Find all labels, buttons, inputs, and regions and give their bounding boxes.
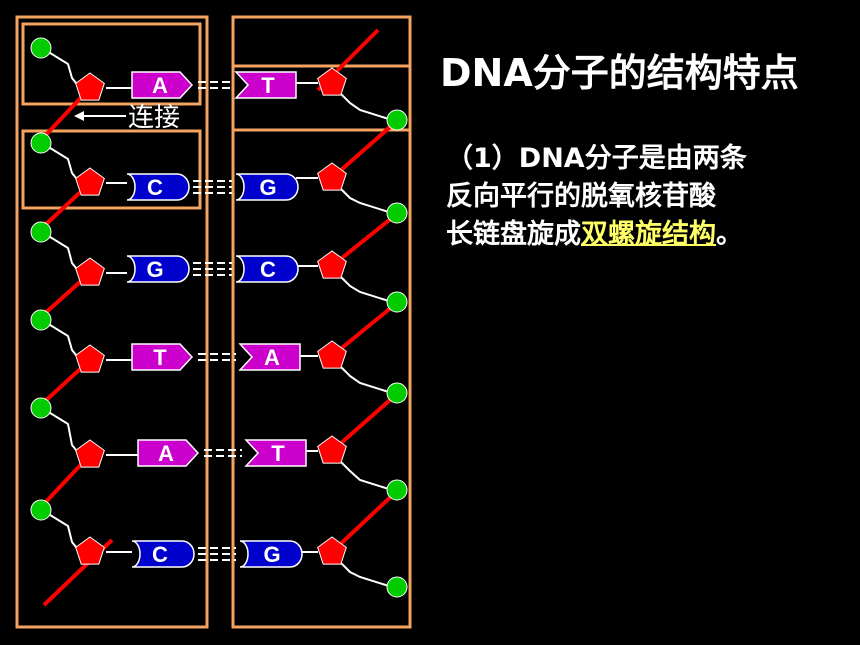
phosphate-left <box>30 499 52 521</box>
base-right <box>238 343 301 371</box>
base-right <box>234 71 297 99</box>
base-left <box>131 71 194 99</box>
base-right <box>235 255 299 283</box>
base-right-letter: G <box>263 542 280 567</box>
base-right <box>239 540 303 568</box>
sugar-left <box>75 257 105 286</box>
right-strand-frame <box>231 15 412 629</box>
right-bond <box>339 561 393 588</box>
left-strand-frame <box>15 15 209 629</box>
backbone-right-segment <box>330 300 400 358</box>
phosphate-right <box>386 291 408 313</box>
base-right-letter: C <box>260 257 276 282</box>
sugar-right <box>317 250 347 279</box>
base-right-letter: T <box>271 441 285 466</box>
right-bond <box>339 460 393 491</box>
phosphate-left <box>30 309 52 331</box>
nucleotide-box-left-second <box>21 129 202 210</box>
phosphate-left <box>30 397 52 419</box>
point-1-text: （1）DNA分子是由两条 反向平行的脱氧核苷酸 长链盘旋成双螺旋结构。 <box>446 140 747 254</box>
sugar-left <box>75 72 105 101</box>
base-left-letter: C <box>152 542 168 567</box>
sugar-left <box>75 167 105 196</box>
sugar-right <box>317 435 347 464</box>
base-left <box>126 255 190 283</box>
base-left <box>131 343 194 371</box>
phosphate-right <box>386 202 408 224</box>
base-left <box>126 173 190 201</box>
phosphate-right <box>386 382 408 404</box>
right-bond <box>339 275 393 303</box>
phosphate-left <box>30 221 52 243</box>
sugar-right <box>317 67 347 96</box>
base-left-letter: T <box>153 345 167 370</box>
right-bond <box>339 365 393 394</box>
right-bond <box>339 187 393 214</box>
backbone-right-segment <box>330 118 400 180</box>
phosphate-right <box>386 576 408 598</box>
sugar-right <box>317 340 347 369</box>
backbone-right-segment <box>330 488 400 554</box>
base-left <box>137 439 200 467</box>
sugar-left <box>75 536 105 565</box>
sugar-left <box>75 439 105 468</box>
phosphate-left <box>30 132 52 154</box>
base-left-letter: C <box>147 175 163 200</box>
base-left <box>131 540 195 568</box>
backbone-right-segment <box>330 391 400 453</box>
point-1-line-3: 长链盘旋成双螺旋结构。 <box>446 216 747 254</box>
point-1-line-2: 反向平行的脱氧核苷酸 <box>446 181 716 212</box>
point-1-line-3-suffix: 。 <box>716 219 743 250</box>
base-right-letter: G <box>259 175 276 200</box>
nucleotide-box-left-top <box>21 22 202 106</box>
sugar-right <box>317 536 347 565</box>
nucleotide-box-right-top <box>231 64 412 132</box>
point-1-line-3-prefix: 长链盘旋成 <box>446 219 581 250</box>
sugar-left <box>75 344 105 373</box>
base-left-letter: G <box>146 257 163 282</box>
base-left-letter: A <box>158 441 174 466</box>
page-title: DNA分子的结构特点 <box>440 51 799 95</box>
connect-arrow-head <box>74 111 84 121</box>
base-left-letter: A <box>152 73 168 98</box>
phosphate-left <box>30 37 52 59</box>
connect-label: 连接 <box>128 103 180 133</box>
point-1-line-1: （1）DNA分子是由两条 <box>446 143 747 174</box>
base-right <box>244 439 307 467</box>
backbone-right-segment <box>330 211 400 268</box>
sugar-right <box>317 162 347 191</box>
right-bond <box>339 92 393 121</box>
base-right <box>235 173 299 201</box>
base-right-letter: A <box>264 345 280 370</box>
phosphate-right <box>386 479 408 501</box>
base-right-letter: T <box>261 73 275 98</box>
double-helix-highlight: 双螺旋结构 <box>581 219 716 250</box>
phosphate-right <box>386 109 408 131</box>
